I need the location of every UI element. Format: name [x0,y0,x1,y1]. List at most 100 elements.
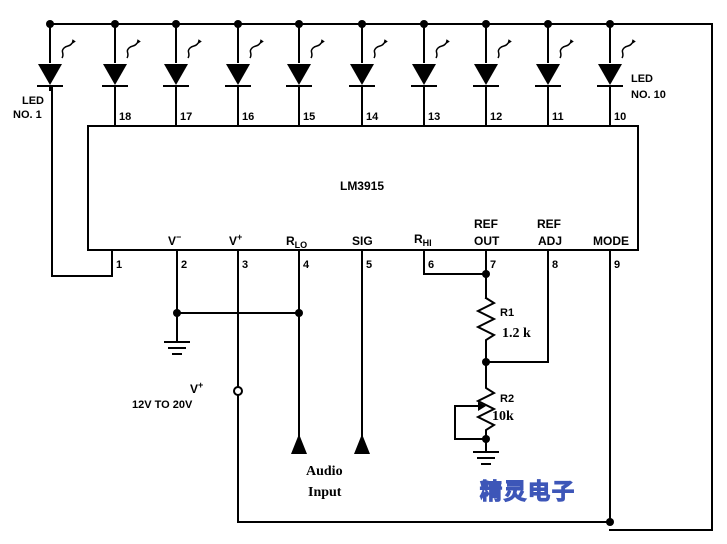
light-emission-icon [373,42,385,59]
led-5 [286,20,325,127]
diode-icon [38,64,62,85]
light-emission-icon [497,42,509,59]
light-emission-icon [310,42,322,59]
r2-potentiometer [475,361,497,451]
led-10 [597,20,636,127]
top-pin-number: 14 [366,111,379,123]
led-first-label-line1: LED [22,95,44,107]
top-pin-number: 16 [242,111,254,123]
ground-icon [473,451,499,465]
led-last-label-line1: LED [631,73,653,85]
top-pin-number: 17 [180,111,192,123]
pin6-wire [423,249,487,275]
pin7-label-line2: OUT [474,234,500,248]
supply-range: 12V TO 20V [132,399,193,411]
r2-name: R2 [500,393,514,405]
light-arrow-icon [445,39,450,45]
led-1 [37,20,76,91]
light-arrow-icon [383,39,388,45]
bottom-pin-number: 6 [428,259,434,271]
junction-dot [173,309,181,317]
pin5-label: SIG [352,234,373,248]
pin3-wire [237,249,611,523]
top-pin-number: 11 [552,111,564,123]
input-label-line1: Audio [306,464,343,479]
junction-dot [606,518,614,526]
junction-dot [482,270,490,278]
bottom-pin-number: 8 [552,259,558,271]
top-pin-number: 13 [428,111,440,123]
led-4 [225,20,264,127]
top-pin-numbers: 18 17 16 15 14 13 12 11 10 [119,111,626,123]
led-supply-bus [49,23,713,531]
diode-icon [226,64,250,85]
bottom-pin-number: 3 [242,259,248,271]
led-first-label-line2: NO. 1 [13,109,42,121]
r1-name: R1 [500,307,514,319]
r1-value: 1.2 k [502,326,531,341]
led-8 [473,20,512,127]
led-3 [163,20,202,127]
led-7 [411,20,450,127]
bottom-pin-number: 1 [116,259,122,271]
wiper-arrow-icon [478,402,486,411]
pin8-label-line2: ADJ [538,234,562,248]
light-arrow-icon [631,39,636,45]
diode-icon [412,64,436,85]
diode-icon [598,64,622,85]
light-arrow-icon [136,39,141,45]
led-9 [535,20,574,127]
led-2 [102,20,141,127]
input-label-line2: Input [308,485,342,500]
light-emission-icon [249,42,261,59]
diode-icon [103,64,127,85]
top-pin-number: 15 [303,111,315,123]
bottom-pin-number: 4 [303,259,310,271]
pin7-label-line1: REF [474,217,498,231]
top-pin-number: 18 [119,111,131,123]
pin1-wire [51,87,113,277]
light-emission-icon [187,42,199,59]
input-arrow-icon [354,434,370,454]
bottom-pin-number: 2 [181,259,187,271]
diode-icon [536,64,560,85]
light-emission-icon [126,42,138,59]
light-emission-icon [621,42,633,59]
pin9-label: MODE [593,234,629,248]
r2-wiper-wire [454,405,487,440]
supply-terminal [233,386,243,396]
junction-dot [482,435,490,443]
diode-icon [474,64,498,85]
led-last-label-line2: NO. 10 [631,89,666,101]
top-pin-number: 12 [490,111,502,123]
light-arrow-icon [259,39,264,45]
led-6 [349,20,388,127]
chip-body [87,125,639,251]
bottom-pin-number: 9 [614,259,620,271]
r1-resistor [475,296,497,363]
pin8-label-line1: REF [537,217,561,231]
diode-icon [350,64,374,85]
ground-icon [164,341,190,355]
supply-symbol: V+ [190,380,203,396]
light-arrow-icon [569,39,574,45]
input-arrow-icon [291,434,307,454]
light-arrow-icon [71,39,76,45]
light-emission-icon [559,42,571,59]
light-emission-icon [435,42,447,59]
watermark: 精灵电子 [480,479,576,505]
light-emission-icon [61,42,73,59]
diode-icon [287,64,311,85]
top-pin-number: 10 [614,111,626,123]
r2-value: 10k [492,409,514,424]
light-arrow-icon [197,39,202,45]
light-arrow-icon [320,39,325,45]
light-arrow-icon [507,39,512,45]
diode-icon [164,64,188,85]
chip-name: LM3915 [340,179,384,193]
pin8-wire [485,249,549,363]
bottom-pin-number: 7 [490,259,496,271]
